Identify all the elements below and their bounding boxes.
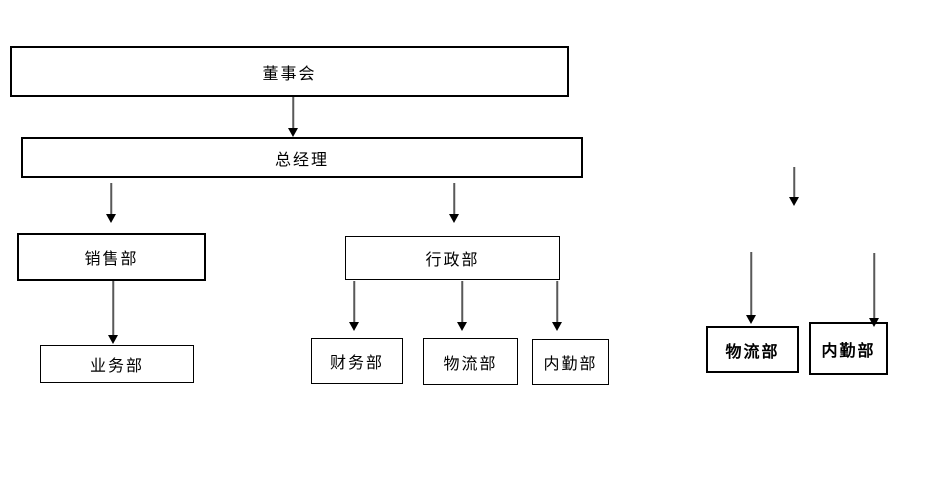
arrow-stem <box>873 253 875 320</box>
arrow-head-icon <box>288 128 298 137</box>
arrow-head-icon <box>457 322 467 331</box>
node-finance-dept: 财务部 <box>311 338 403 384</box>
arrow-head-icon <box>746 315 756 324</box>
node-sales-dept-label: 销售部 <box>84 249 139 268</box>
arrow-head-icon <box>108 335 118 344</box>
node-finance-dept-label: 财务部 <box>329 353 384 372</box>
arrow-head-icon <box>449 214 459 223</box>
arrow-stem <box>793 167 795 199</box>
arrow-stem <box>353 281 355 324</box>
arrow-stem <box>110 183 112 216</box>
node-internal-affairs-dept-floating: 内勤部 <box>809 322 888 375</box>
node-business-dept: 业务部 <box>40 345 194 383</box>
node-admin-dept-label: 行政部 <box>425 250 480 269</box>
arrow-admin-to-logistics <box>457 281 467 331</box>
arrow-admin-to-finance <box>349 281 359 331</box>
node-board-of-directors-label: 董事会 <box>262 63 317 83</box>
arrow-stem <box>292 97 294 130</box>
arrow-board-to-gm <box>288 97 298 137</box>
arrow-stem <box>112 281 114 337</box>
arrow-head-icon <box>349 322 359 331</box>
arrow-floating-short <box>789 167 799 206</box>
node-logistics-dept-floating: 物流部 <box>706 326 799 373</box>
arrow-to-internal-affairs-floating <box>869 253 879 327</box>
node-logistics-dept-floating-label: 物流部 <box>725 341 780 361</box>
node-board-of-directors: 董事会 <box>10 46 569 97</box>
arrow-stem <box>453 183 455 216</box>
node-sales-dept: 销售部 <box>17 233 206 281</box>
arrow-sales-to-business <box>108 281 118 344</box>
arrow-head-icon <box>789 197 799 206</box>
arrow-gm-to-sales <box>106 183 116 223</box>
arrow-stem <box>556 281 558 324</box>
node-logistics-dept-label: 物流部 <box>443 353 498 373</box>
arrow-gm-to-admin <box>449 183 459 223</box>
arrow-stem <box>750 252 752 317</box>
arrow-to-logistics-floating <box>746 252 756 324</box>
arrow-stem <box>461 281 463 324</box>
arrow-head-icon <box>552 322 562 331</box>
arrow-admin-to-internal-affairs <box>552 281 562 331</box>
arrow-head-icon <box>106 214 116 223</box>
node-internal-affairs-dept: 内勤部 <box>532 339 609 385</box>
arrow-head-icon <box>869 318 879 327</box>
node-internal-affairs-dept-floating-label: 内勤部 <box>821 340 876 360</box>
node-internal-affairs-dept-label: 内勤部 <box>543 354 598 373</box>
node-logistics-dept: 物流部 <box>423 338 518 385</box>
node-general-manager-label: 总经理 <box>274 149 329 169</box>
node-admin-dept: 行政部 <box>345 236 560 280</box>
node-business-dept-label: 业务部 <box>89 356 144 375</box>
node-general-manager: 总经理 <box>21 137 583 178</box>
